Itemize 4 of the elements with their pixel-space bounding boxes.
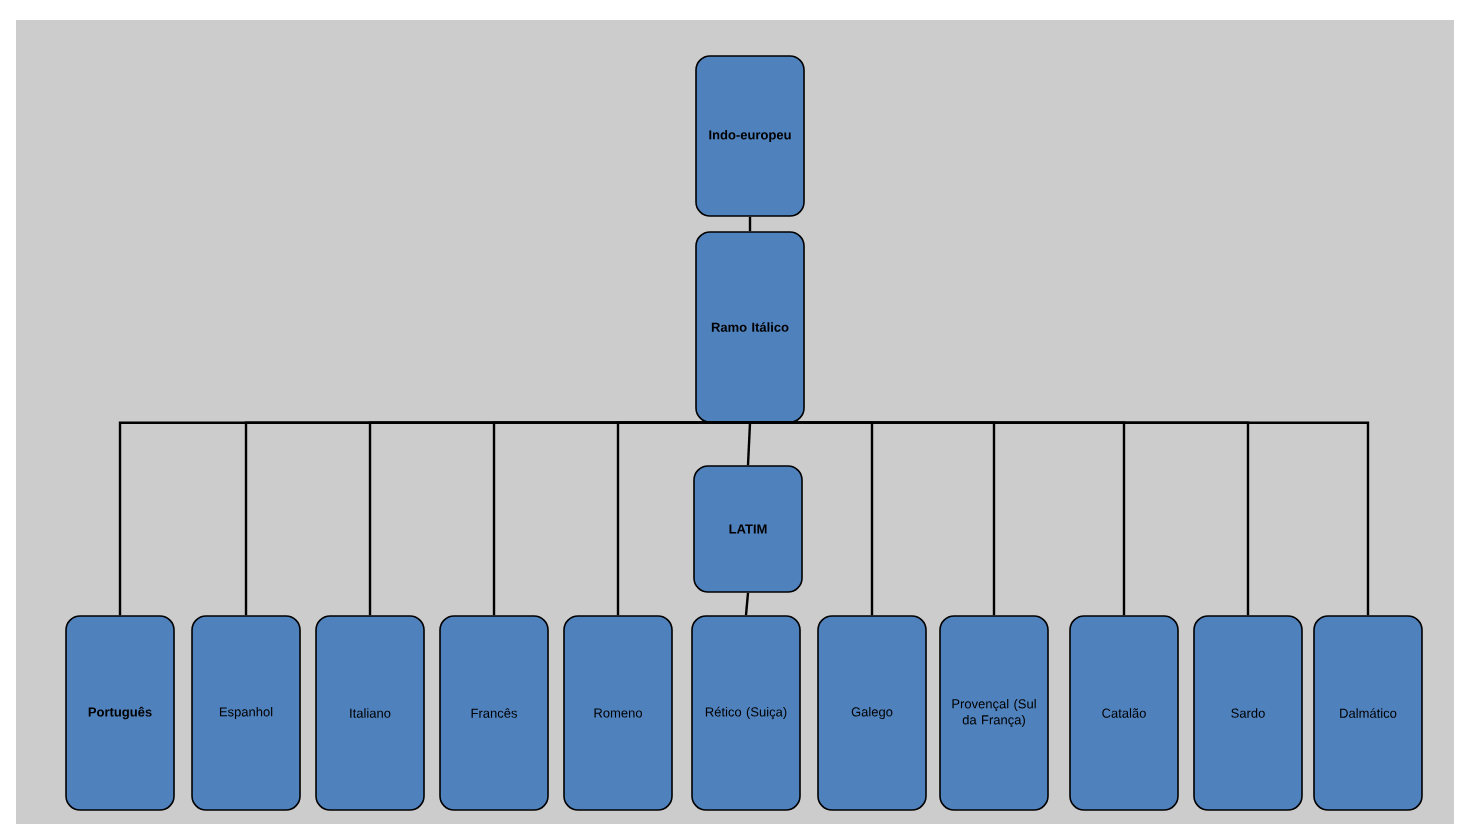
connector-line — [744, 592, 750, 616]
connector-line — [616, 421, 750, 616]
connector-line — [748, 216, 752, 232]
connector-line — [746, 422, 752, 466]
